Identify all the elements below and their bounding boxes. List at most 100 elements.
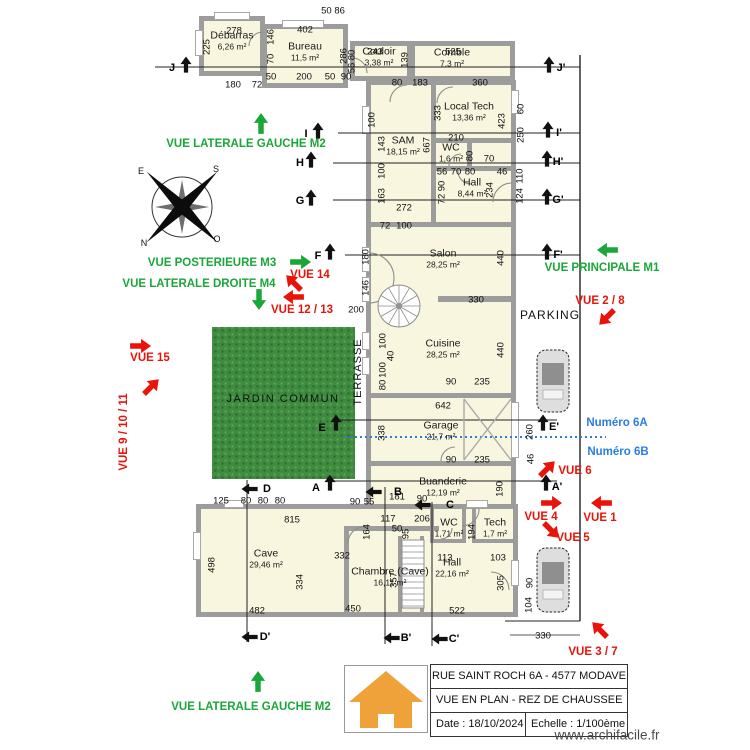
direction-arrow-icon bbox=[540, 474, 552, 491]
direction-arrow-icon bbox=[542, 521, 559, 538]
title-block: RUE SAINT ROCH 6A - 4577 MODAVE VUE EN P… bbox=[430, 664, 628, 737]
window-opening bbox=[195, 30, 203, 56]
room-name: Salon bbox=[429, 247, 457, 260]
dimension-label: 210 bbox=[448, 132, 464, 144]
dimension-label: 146 bbox=[360, 280, 372, 296]
dimension-label: 104 bbox=[523, 597, 535, 613]
dimension-label: 278 bbox=[226, 25, 242, 37]
door-arc bbox=[351, 57, 368, 74]
plan-meta-row: Date : 18/10/2024 Echelle : 1/100ème bbox=[431, 713, 627, 736]
dimension-label: 815 bbox=[284, 514, 300, 526]
dimension-label: 482 bbox=[249, 605, 265, 617]
section-marker: D' bbox=[259, 631, 271, 643]
door-arc bbox=[440, 527, 453, 540]
direction-arrow-icon bbox=[250, 670, 266, 692]
dimension-label: 60 bbox=[515, 103, 527, 115]
dimension-label: 260 bbox=[524, 424, 536, 440]
room-area: 29,46 m² bbox=[249, 559, 283, 570]
view-annotation: VUE 4 bbox=[524, 511, 558, 523]
direction-arrow-icon bbox=[305, 189, 317, 206]
room-area: 11,5 m² bbox=[290, 52, 320, 63]
dimension-label: 80 bbox=[346, 49, 358, 61]
interior-wall bbox=[366, 222, 516, 227]
dimension-label: 80 bbox=[377, 379, 389, 391]
interior-wall bbox=[431, 80, 436, 227]
direction-arrow-icon bbox=[383, 632, 400, 644]
dimension-label: 667 bbox=[421, 137, 433, 153]
dimension-label: 235 bbox=[474, 376, 490, 388]
direction-arrow-icon bbox=[241, 483, 258, 495]
direction-arrow-icon bbox=[541, 188, 553, 205]
section-marker: H bbox=[296, 157, 304, 169]
window-opening bbox=[511, 560, 519, 586]
section-marker: E' bbox=[549, 421, 559, 433]
dimension-label: 46 bbox=[496, 166, 508, 178]
direction-arrow-icon bbox=[541, 150, 553, 167]
dimension-label: 330 bbox=[535, 630, 551, 642]
dimension-label: 103 bbox=[490, 552, 506, 564]
dimension-label: 440 bbox=[495, 342, 507, 358]
dimension-label: 90 bbox=[445, 454, 457, 466]
dimension-label: 360 bbox=[472, 77, 488, 89]
section-marker: G bbox=[295, 195, 305, 207]
dimension-label: 357 bbox=[388, 572, 400, 588]
window-opening bbox=[362, 247, 370, 272]
room-label: Chambre (Cave)16,11 m² bbox=[351, 566, 429, 588]
interior-wall bbox=[344, 526, 349, 617]
dimension-label: 194 bbox=[466, 524, 478, 540]
dimension-label: 332 bbox=[334, 550, 350, 562]
direction-arrow-icon bbox=[324, 243, 336, 260]
view-annotation: VUE 14 bbox=[290, 269, 330, 281]
dimension-label: 200 bbox=[296, 71, 312, 83]
direction-arrow-icon bbox=[180, 56, 192, 73]
dimension-label: 50 86 bbox=[321, 5, 345, 17]
dimension-label: 110 bbox=[514, 168, 526, 184]
room-name: Tech bbox=[483, 516, 507, 529]
room-area: 1,7 m² bbox=[482, 528, 508, 539]
interior-wall bbox=[431, 166, 516, 171]
dimension-label: 181 bbox=[389, 491, 405, 503]
section-marker: J' bbox=[556, 62, 566, 74]
section-marker: B bbox=[394, 486, 402, 498]
interior-wall bbox=[467, 138, 472, 171]
door-arc bbox=[440, 446, 456, 462]
room-area: 7,3 m² bbox=[439, 58, 465, 69]
room-outline bbox=[410, 41, 515, 81]
door-arc bbox=[492, 182, 513, 203]
view-annotation: VUE LATERALE GAUCHE M2 bbox=[171, 701, 331, 713]
window-opening bbox=[362, 332, 370, 350]
window-opening bbox=[511, 90, 519, 114]
section-marker: I' bbox=[556, 127, 562, 139]
room-name: Hall bbox=[462, 176, 482, 189]
dimension-label: 40 bbox=[385, 350, 397, 362]
direction-arrow-icon bbox=[290, 254, 311, 270]
direction-arrow-icon bbox=[538, 461, 555, 478]
view-annotation: N bbox=[140, 238, 148, 248]
dimension-label: 440 bbox=[495, 250, 507, 266]
plan-view-name: VUE EN PLAN - REZ DE CHAUSSEE bbox=[431, 689, 627, 713]
view-annotation: S bbox=[212, 164, 220, 174]
dimension-label: 90 bbox=[349, 496, 361, 508]
dimension-label: 525 bbox=[445, 46, 461, 58]
view-annotation: VUE 2 / 8 bbox=[575, 295, 625, 307]
door-arc bbox=[490, 571, 510, 591]
dimension-label: 56 bbox=[436, 166, 448, 178]
dimension-label: 124 bbox=[514, 188, 526, 204]
dimension-label: 113 bbox=[437, 552, 453, 564]
dimension-label: 146 bbox=[265, 29, 277, 45]
view-annotation: VUE 15 bbox=[130, 352, 170, 364]
room-name: Couloir bbox=[362, 45, 396, 58]
dimension-label: 55 bbox=[363, 496, 375, 508]
direction-arrow-icon bbox=[283, 289, 304, 305]
interior-wall bbox=[430, 539, 466, 543]
room-name: Cuisine bbox=[425, 337, 461, 350]
door-arc bbox=[448, 153, 462, 167]
dimension-label: 330 bbox=[468, 294, 484, 306]
